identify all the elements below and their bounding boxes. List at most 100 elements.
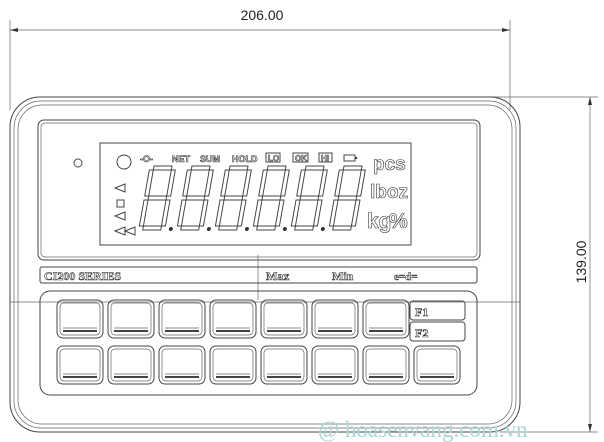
digit-segment (176, 199, 187, 227)
digit-segment (318, 169, 328, 197)
keypad-button[interactable] (209, 299, 257, 339)
digit-segment (204, 169, 214, 197)
digit-segment (138, 199, 149, 227)
triangle-indicator-icon (113, 211, 126, 221)
digit-segment (218, 225, 239, 231)
square-indicator-icon (116, 199, 125, 208)
triangle-indicator-icon (123, 226, 136, 236)
unit-oz: oz (387, 182, 408, 203)
digit-segment (299, 195, 320, 201)
digit-segment (274, 199, 285, 227)
keypad-button[interactable] (362, 299, 410, 339)
keypad-button[interactable] (56, 299, 104, 339)
digit-segment (147, 195, 168, 201)
keypad-button[interactable] (158, 345, 206, 385)
keypad-button[interactable] (260, 345, 308, 385)
keypad-button[interactable] (107, 345, 155, 385)
digit-segment (228, 165, 249, 171)
digit-segment (242, 169, 252, 197)
keypad-button[interactable] (311, 299, 359, 339)
digit-segment (185, 195, 206, 201)
keypad-button[interactable] (56, 345, 104, 385)
battery-icon (343, 154, 357, 162)
label-strip: CI200 SERIES Max Min e=d= (39, 266, 478, 284)
digit-segment (258, 169, 268, 197)
seven-segment-digit (214, 165, 252, 231)
digit-segment (356, 169, 366, 197)
indicator-body (9, 96, 521, 433)
unit-lb: lb (370, 182, 387, 203)
digit-segment (160, 199, 171, 227)
keypad-button[interactable] (362, 345, 410, 385)
digit-segment (266, 165, 287, 171)
digit-segment (152, 165, 173, 171)
decimal-point (282, 227, 287, 231)
digit-segment (198, 199, 209, 227)
keypad-button[interactable] (158, 299, 206, 339)
digit-segment (180, 225, 201, 231)
seven-segment-digit (328, 165, 366, 231)
decimal-point (244, 227, 249, 231)
f1-label-box (409, 300, 466, 321)
digit-segment (312, 199, 323, 227)
digit-segment (252, 199, 263, 227)
ed-label: e=d= (394, 271, 418, 283)
digit-segment (166, 169, 176, 197)
status-led (73, 158, 83, 168)
series-label: CI200 SERIES (44, 269, 121, 283)
keypad-button[interactable] (260, 299, 308, 339)
unit-pcs: pcs (373, 154, 406, 175)
digit-segment (280, 169, 290, 197)
digit-segment (334, 169, 344, 197)
decimal-point (320, 227, 325, 231)
width-dimension: 206.00 (9, 7, 511, 110)
max-label: Max (266, 269, 289, 283)
keypad-button[interactable] (311, 345, 359, 385)
digit-segment (223, 195, 244, 201)
decimal-point (206, 227, 211, 231)
seven-segment-digit (252, 165, 290, 231)
f1-label: F1 (415, 305, 428, 319)
seven-segment-digit (290, 165, 328, 231)
indicator-ok: OK (295, 154, 307, 163)
digit-segment (261, 195, 282, 201)
indicator-center-zero: -O- (140, 154, 153, 164)
decimal-point (168, 227, 173, 231)
watermark: @ hoasenvang.com.vn (318, 417, 528, 442)
indicator-hi: HI (321, 154, 329, 163)
digit-segment (142, 225, 163, 231)
digit-segment (332, 225, 353, 231)
f2-label: F2 (415, 326, 428, 340)
indicator-hold: HOLD (232, 154, 258, 164)
indicator-lo: LO (268, 154, 279, 163)
digit-segment (144, 169, 154, 197)
digit-segment (182, 169, 192, 197)
digit-segment (290, 199, 301, 227)
zero-indicator-icon (116, 154, 132, 170)
digit-segment (190, 165, 211, 171)
digit-segment (296, 169, 306, 197)
triangle-indicator-icon (113, 183, 126, 193)
lcd-window (99, 142, 412, 246)
digit-segment (256, 225, 277, 231)
seven-segment-digit (176, 165, 214, 231)
indicator-net: NET (172, 154, 191, 164)
digit-segment (342, 165, 363, 171)
keypad-button[interactable] (413, 345, 461, 385)
min-label: Min (332, 269, 354, 283)
keypad-button[interactable] (107, 299, 155, 339)
digit-segment (214, 199, 225, 227)
keypad: F1 F2 (39, 290, 478, 396)
height-value: 139.00 (573, 240, 589, 283)
indicator-sum: SUM (200, 154, 220, 164)
digit-segment (328, 199, 339, 227)
unit-kg: kg (367, 210, 392, 233)
keypad-button[interactable] (209, 345, 257, 385)
digit-segment (294, 225, 315, 231)
digit-segment (236, 199, 247, 227)
unit-percent: % (389, 210, 408, 233)
digit-segment (220, 169, 230, 197)
digit-segment (337, 195, 358, 201)
